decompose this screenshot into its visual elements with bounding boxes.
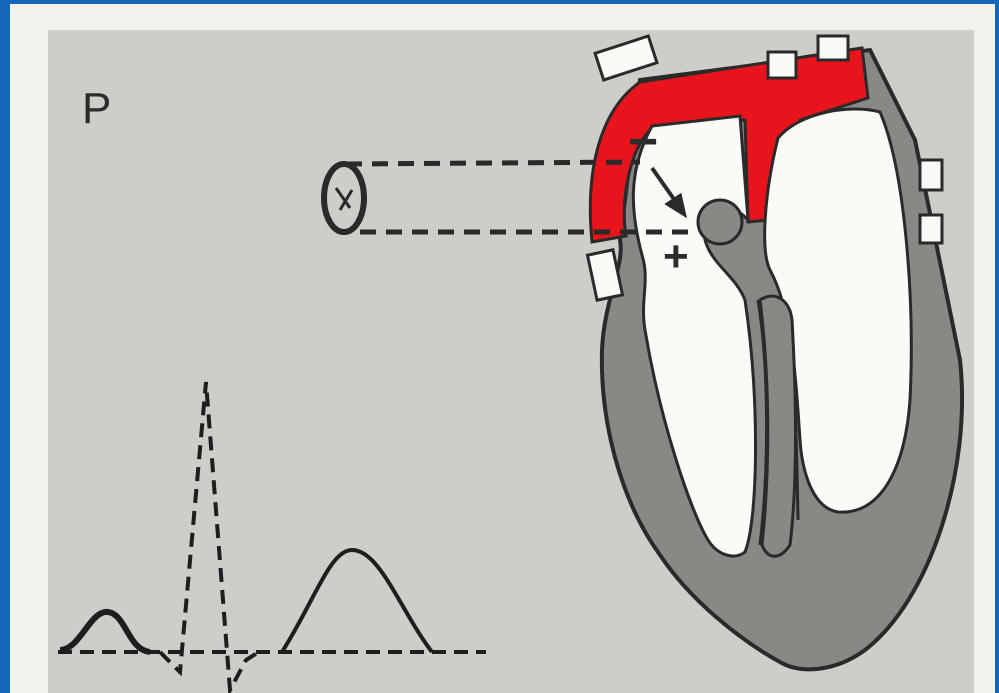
ecg-qrs-complex xyxy=(160,382,262,690)
av-node xyxy=(698,200,742,244)
ecg-trace xyxy=(58,382,486,690)
ecg-t-wave xyxy=(282,550,432,652)
ecg-p-wave xyxy=(60,612,150,652)
p-wave-label: P xyxy=(82,84,111,134)
positive-charge-sign: + xyxy=(663,232,689,282)
negative-charge-sign: − xyxy=(628,112,658,172)
